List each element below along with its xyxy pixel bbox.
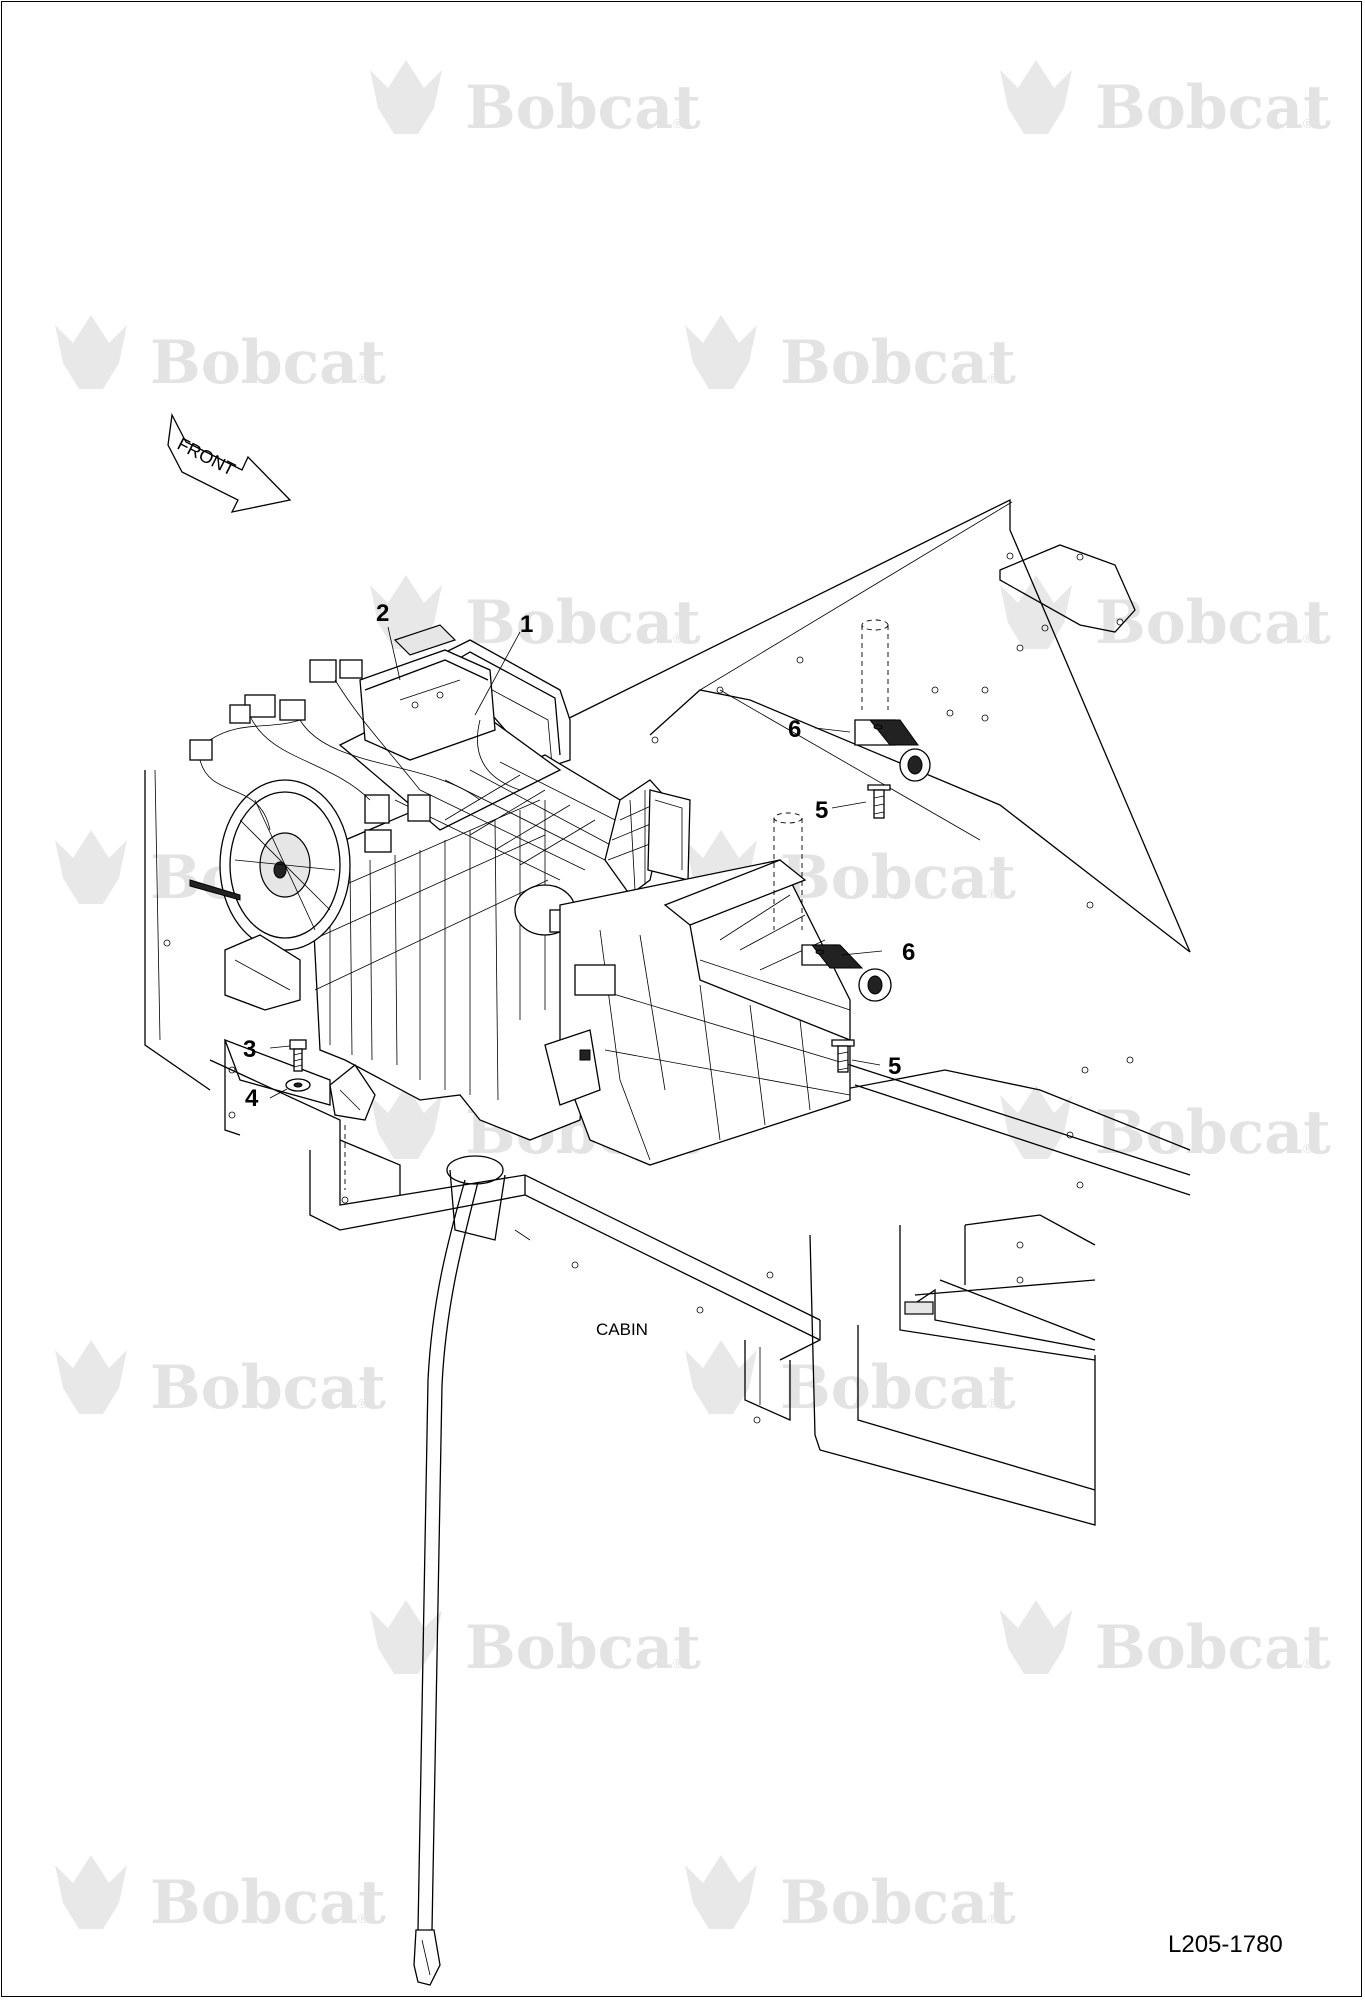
svg-text:®: ® — [358, 1396, 368, 1411]
svg-text:Bobcat: Bobcat — [780, 843, 1016, 913]
callout-2: 2 — [376, 600, 389, 627]
watermark: Bobcat ® — [1000, 1085, 1331, 1168]
front-direction-arrow: FRONT — [167, 412, 292, 513]
svg-text:®: ® — [1303, 631, 1313, 646]
svg-text:®: ® — [1303, 1656, 1313, 1671]
hvac-unit — [189, 624, 851, 1166]
watermark: Bobcat ® — [55, 315, 386, 398]
callout-6-lower: 6 — [902, 939, 915, 966]
svg-text:Bobcat: Bobcat — [1095, 1098, 1331, 1168]
svg-text:®: ® — [988, 1911, 998, 1926]
bolt-part-5-lower — [831, 1039, 855, 1073]
callout-6-upper: 6 — [788, 716, 801, 743]
figure-id: L205-1780 — [1168, 1931, 1283, 1958]
svg-text:®: ® — [358, 1911, 368, 1926]
callout-leaders — [269, 626, 883, 1099]
svg-text:®: ® — [988, 1396, 998, 1411]
svg-text:Bobcat: Bobcat — [780, 1868, 1016, 1938]
bolt-part-3 — [289, 1039, 307, 1072]
watermark: Bobcat ® — [370, 60, 701, 143]
callout-1: 1 — [520, 611, 533, 638]
svg-text:Bobcat: Bobcat — [780, 1353, 1016, 1423]
svg-text:Bobcat: Bobcat — [1095, 588, 1331, 658]
callout-5-lower: 5 — [888, 1053, 901, 1080]
svg-text:®: ® — [673, 1656, 683, 1671]
svg-text:Bobcat: Bobcat — [465, 1613, 701, 1683]
callout-4: 4 — [245, 1085, 259, 1112]
svg-text:Bobcat: Bobcat — [150, 328, 386, 398]
svg-text:Bobcat: Bobcat — [1095, 73, 1331, 143]
svg-text:®: ® — [673, 116, 683, 131]
watermark: Bobcat ® — [370, 1600, 701, 1683]
cabin-label: CABIN — [596, 1320, 648, 1339]
drain-hose — [413, 1179, 479, 1986]
cabin-floor-frame — [144, 498, 1191, 1526]
callout-3: 3 — [243, 1036, 256, 1063]
svg-text:®: ® — [988, 371, 998, 386]
watermark-layer: Bobcat ® Bobcat ® Bobcat ® Bobcat ® Bobc… — [55, 60, 1331, 1938]
watermark: Bobcat ® — [1000, 60, 1331, 143]
bolt-part-5-upper — [867, 784, 891, 819]
svg-text:®: ® — [988, 886, 998, 901]
hose-clamp-upper — [854, 619, 931, 782]
watermark: Bobcat ® — [685, 1855, 1016, 1938]
watermark: Bobcat ® — [685, 1340, 1016, 1423]
svg-text:®: ® — [1303, 116, 1313, 131]
svg-text:Bobcat: Bobcat — [465, 588, 701, 658]
svg-text:Bobcat: Bobcat — [780, 328, 1016, 398]
svg-text:®: ® — [1303, 1141, 1313, 1156]
washer-part-4 — [285, 1078, 311, 1092]
svg-text:Bobcat: Bobcat — [1095, 1613, 1331, 1683]
svg-text:Bobcat: Bobcat — [150, 1353, 386, 1423]
hose-clamp-lower — [773, 812, 892, 1002]
watermark: Bobcat ® — [1000, 1600, 1331, 1683]
control-module — [359, 624, 496, 761]
watermark: Bobcat ® — [1000, 575, 1331, 658]
svg-text:Bobcat: Bobcat — [150, 1868, 386, 1938]
watermark: Bobcat ® — [685, 315, 1016, 398]
svg-text:®: ® — [673, 631, 683, 646]
svg-text:Bobcat: Bobcat — [465, 73, 701, 143]
svg-text:®: ® — [358, 371, 368, 386]
watermark: Bobcat ® — [55, 1855, 386, 1938]
callout-5-upper: 5 — [815, 797, 828, 824]
watermark: Bobcat ® — [55, 1340, 386, 1423]
